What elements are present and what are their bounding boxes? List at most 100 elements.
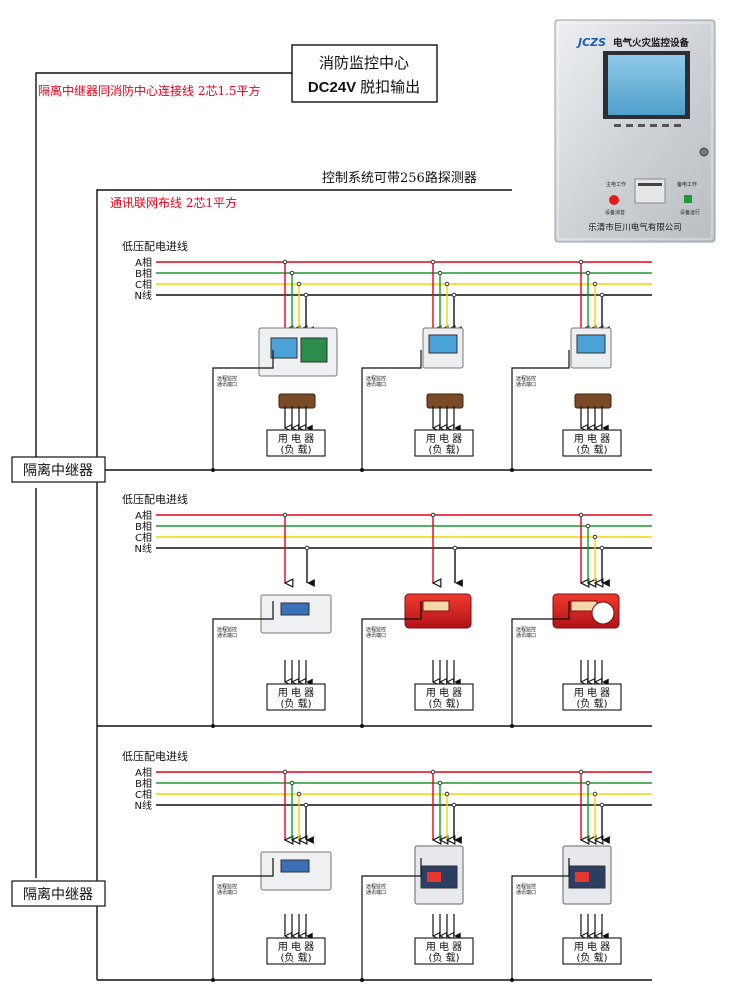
- phase-label-a: A相: [135, 256, 152, 269]
- comm-wiring-label: 通讯联网布线 2芯1平方: [110, 195, 237, 210]
- run-indicator: [684, 195, 692, 203]
- comm-port-label: 通讯端口: [366, 889, 386, 896]
- remote-label: 远程监控: [217, 883, 237, 890]
- device-breaker-detector: [562, 845, 612, 905]
- bus-junction: [211, 468, 215, 472]
- load-title: 用 电 器: [574, 686, 610, 699]
- device-din-rail-meter: [260, 851, 332, 891]
- phase-label-n: N线: [135, 799, 152, 812]
- load-title: 用 电 器: [426, 686, 462, 699]
- load-box: [266, 683, 326, 711]
- tap-point: [303, 292, 309, 298]
- load-box: [414, 937, 474, 965]
- comm-drop-wire: [361, 350, 422, 470]
- tap-point: [585, 523, 591, 529]
- tap-point: [444, 281, 450, 287]
- remote-label: 远程监控: [366, 883, 386, 890]
- section-title: 低压配电进线: [122, 239, 188, 253]
- load-box: [266, 429, 326, 457]
- tap-point: [444, 791, 450, 797]
- device-title: 电气火灾监控设备: [613, 37, 690, 49]
- tap-point: [289, 780, 295, 786]
- tap-point: [430, 259, 436, 265]
- tap-point: [296, 281, 302, 287]
- load-title: 用 电 器: [278, 686, 314, 699]
- comm-port-label: 通讯端口: [516, 381, 536, 388]
- bus-junction: [360, 724, 364, 728]
- device-screen-buttons: [614, 124, 681, 127]
- device-panel-monitor: [422, 327, 464, 369]
- tap-point: [578, 259, 584, 265]
- comm-port-label: 通讯端口: [366, 381, 386, 388]
- load-subtitle: (负 载): [429, 951, 460, 964]
- comm-port-label: 通讯端口: [516, 889, 536, 896]
- comm-port-label: 通讯端口: [217, 381, 237, 388]
- load-subtitle: (负 载): [577, 697, 608, 710]
- load-subtitle: (负 载): [577, 951, 608, 964]
- tap-point: [585, 780, 591, 786]
- fire-center-dc24v: DC24V: [308, 79, 356, 96]
- center-link-label: 隔离中继器同消防中心连接线 2芯1.5平方: [38, 83, 261, 98]
- remote-label: 远程监控: [516, 375, 536, 382]
- load-box: [562, 429, 622, 457]
- phase-label-c: C相: [135, 788, 152, 801]
- isolation-repeater-2: 隔离中继器: [11, 880, 106, 907]
- bus-junction: [211, 978, 215, 982]
- bus-junction: [510, 724, 514, 728]
- tap-point: [430, 769, 436, 775]
- load-title: 用 电 器: [278, 940, 314, 953]
- load-title: 用 电 器: [426, 432, 462, 445]
- load-title: 用 电 器: [574, 432, 610, 445]
- bus-junction: [510, 978, 514, 982]
- phase-label-b: B相: [135, 267, 152, 280]
- center-link-wire: [35, 72, 292, 878]
- comm-drop-wire: [511, 858, 570, 980]
- tap-point: [437, 270, 443, 276]
- fire-center-title: 消防监控中心: [319, 54, 409, 72]
- tap-point: [592, 281, 598, 287]
- current-transformer: [574, 393, 612, 409]
- phase-label-n: N线: [135, 289, 152, 302]
- device-red-split-detector: [404, 593, 472, 629]
- comm-drop-wire: [511, 601, 570, 726]
- tap-point: [599, 292, 605, 298]
- load-subtitle: (负 载): [281, 697, 312, 710]
- device-screen: [608, 55, 685, 115]
- tap-point: [289, 270, 295, 276]
- tap-point: [578, 512, 584, 518]
- printer-slot: [634, 178, 666, 204]
- current-transformer: [426, 393, 464, 409]
- comm-port-label: 通讯端口: [366, 632, 386, 639]
- load-title: 用 电 器: [278, 432, 314, 445]
- silence-button: [609, 195, 619, 205]
- load-subtitle: (负 载): [281, 951, 312, 964]
- phase-label-a: A相: [135, 509, 152, 522]
- fire-center-trip-output: 脱扣输出: [360, 78, 420, 96]
- right-indicator-label: 备电工作: [677, 181, 697, 188]
- tap-point: [592, 534, 598, 540]
- current-transformer: [278, 393, 316, 409]
- load-title: 用 电 器: [426, 940, 462, 953]
- remote-label: 远程监控: [366, 626, 386, 633]
- bus-junction: [211, 724, 215, 728]
- key-lock-icon: [699, 147, 709, 157]
- bus-junction: [360, 978, 364, 982]
- comm-drop-wire: [361, 858, 422, 980]
- load-subtitle: (负 载): [429, 443, 460, 456]
- fire-monitoring-device: JCZS 电气火灾监控设备 主电工作 设备消音 备电工作 设备运行 乐清市巨川电…: [554, 19, 716, 243]
- phase-label-b: B相: [135, 520, 152, 533]
- section-title: 低压配电进线: [122, 749, 188, 763]
- load-title: 用 电 器: [574, 940, 610, 953]
- load-box: [562, 683, 622, 711]
- tap-point: [451, 292, 457, 298]
